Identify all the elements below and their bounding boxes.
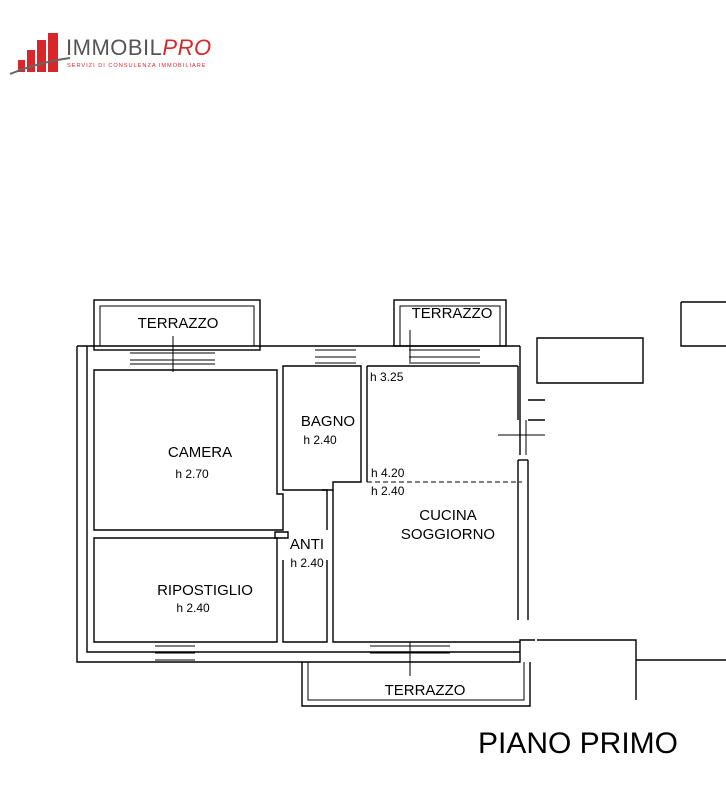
plan-walls (76, 301, 726, 700)
company-logo: IMMOBILPRO SERVIZI DI CONSULENZA IMMOBIL… (9, 33, 212, 75)
ripostiglio-height: h 2.40 (176, 601, 210, 615)
anti-height: h 2.40 (290, 556, 324, 570)
camera-height: h 2.70 (175, 467, 209, 481)
logo-name-part2: PRO (162, 35, 211, 60)
bagno-height: h 2.40 (303, 433, 337, 447)
room-cucina-soggiorno: CUCINA SOGGIORNO h 3.25 h 4.20 h 2.40 (370, 370, 495, 543)
svg-text:IMMOBILPRO: IMMOBILPRO (66, 35, 212, 60)
cucina-height-low: h 2.40 (371, 484, 405, 498)
terrazzo-top-mid: TERRAZZO (393, 299, 507, 347)
room-anti: ANTI h 2.40 (290, 536, 324, 570)
cucina-label: CUCINA (419, 507, 477, 524)
soggiorno-label: SOGGIORNO (401, 526, 495, 543)
terrazzo-top-left-label: TERRAZZO (138, 315, 219, 332)
room-bagno: BAGNO h 2.40 (301, 413, 355, 447)
cucina-height-mid: h 4.20 (371, 466, 405, 480)
logo-name-part1: IMMOBIL (66, 35, 162, 60)
logo-tagline: SERVIZI DI CONSULENZA IMMOBILIARE (67, 63, 207, 69)
logo-building-icon (9, 33, 71, 75)
room-ripostiglio: RIPOSTIGLIO h 2.40 (157, 582, 253, 615)
cucina-height-top: h 3.25 (370, 370, 404, 384)
floor-title: PIANO PRIMO (478, 727, 678, 760)
terrazzo-top-mid-label: TERRAZZO (412, 305, 493, 322)
anti-label: ANTI (290, 536, 324, 553)
terrazzo-bottom-label: TERRAZZO (385, 682, 466, 699)
terrazzo-bottom: TERRAZZO (301, 662, 531, 707)
terrazzo-top-left: TERRAZZO (93, 299, 261, 351)
ripostiglio-label: RIPOSTIGLIO (157, 582, 253, 599)
bagno-label: BAGNO (301, 413, 355, 430)
room-camera: CAMERA h 2.70 (168, 444, 232, 481)
camera-label: CAMERA (168, 444, 232, 461)
